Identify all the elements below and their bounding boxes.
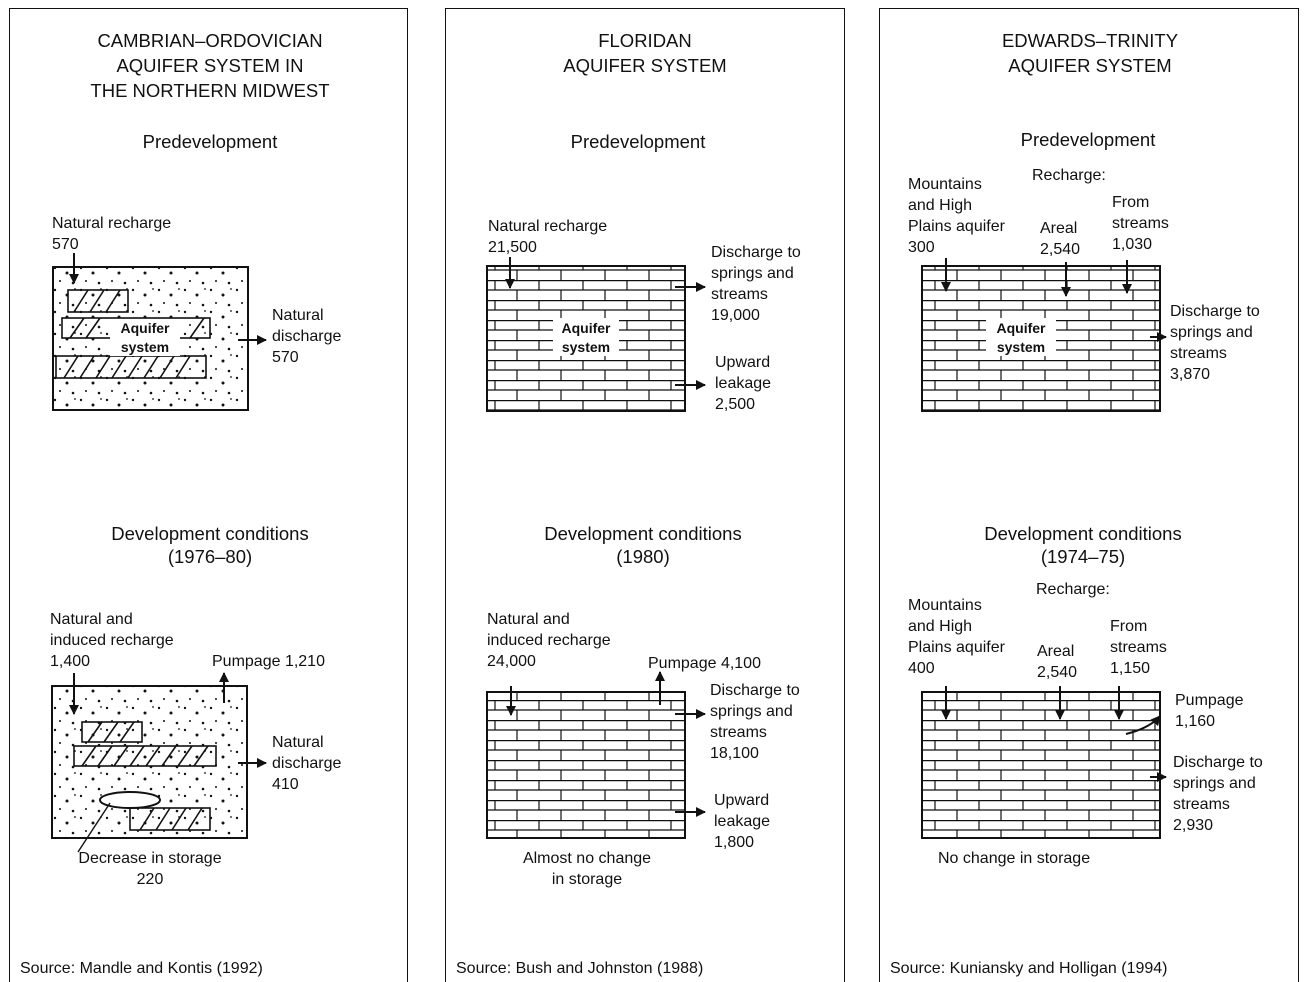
cambrian-predevelopment-heading: Predevelopment (142, 131, 278, 152)
cambrian-dev-discharge-label: Natural discharge 410 (272, 734, 342, 793)
cambrian-predevelopment-block (52, 266, 249, 411)
aquifer-system-label: Aquifer system (120, 320, 170, 355)
aquifer-label-backdrop (986, 318, 1056, 356)
edwards-pre-discharge-label: Discharge to springs and streams 3,870 (1170, 303, 1260, 383)
aquifer-hatch (73, 721, 217, 831)
edwards-pre-mountains-label: Mountains and High Plains aquifer 300 (908, 176, 1005, 256)
cambrian-development-heading: Development conditions (1976–80) (111, 523, 309, 567)
floridan-dev-pumpage-label: Pumpage 4,100 (648, 655, 761, 672)
edwards-dev-mountains-label: Mountains and High Plains aquifer 400 (908, 597, 1005, 677)
cambrian-title: CAMBRIAN–ORDOVICIAN AQUIFER SYSTEM IN TH… (90, 30, 330, 101)
cambrian-dev-recharge-label: Natural and induced recharge 1,400 (50, 611, 174, 670)
edwards-dev-recharge-header: Recharge: (1036, 581, 1110, 598)
floridan-pre-discharge-label: Discharge to springs and streams 19,000 (711, 244, 801, 324)
edwards-predevelopment-heading: Predevelopment (1020, 129, 1156, 150)
edwards-pre-areal-label: Areal 2,540 (1040, 220, 1081, 258)
cambrian-development-block (51, 685, 248, 853)
floridan-dev-leakage-label: Upward leakage 1,800 (714, 792, 771, 851)
edwards-pre-recharge-header: Recharge: (1032, 167, 1106, 184)
panel-cambrian-ordovician (9, 8, 408, 982)
edwards-source: Source: Kuniansky and Holligan (1994) (890, 960, 1168, 977)
aquifer-label-backdrop (553, 318, 619, 356)
floridan-source: Source: Bush and Johnston (1988) (456, 960, 704, 977)
floridan-pre-leakage-label: Upward leakage 2,500 (715, 354, 772, 413)
edwards-dev-storage-label: No change in storage (938, 850, 1091, 867)
panel-floridan (445, 8, 845, 982)
edwards-title: EDWARDS–TRINITY AQUIFER SYSTEM (1001, 30, 1179, 76)
edwards-pre-streams-label: From streams 1,030 (1112, 194, 1169, 253)
edwards-dev-areal-label: Areal 2,540 (1037, 643, 1078, 681)
aquifer-system-label: Aquifer system (996, 320, 1046, 355)
floridan-dev-storage-label: Almost no change in storage (522, 850, 652, 888)
floridan-pre-recharge-label: Natural recharge 21,500 (488, 218, 608, 256)
cambrian-source: Source: Mandle and Kontis (1992) (20, 960, 263, 977)
panel-edwards-trinity (879, 8, 1299, 982)
aquifer-system-label: Aquifer system (561, 320, 611, 355)
edwards-development-heading: Development conditions (1974–75) (984, 523, 1182, 567)
cambrian-pre-discharge-label: Natural discharge 570 (272, 307, 342, 366)
floridan-development-block (486, 691, 686, 839)
cambrian-dev-storage-label: Decrease in storage 220 (78, 850, 222, 888)
floridan-predevelopment-heading: Predevelopment (570, 131, 706, 152)
edwards-development-block (921, 691, 1161, 839)
floridan-development-heading: Development conditions (1980) (544, 523, 742, 567)
cambrian-dev-pumpage-label: Pumpage 1,210 (212, 653, 325, 670)
floridan-title: FLORIDAN AQUIFER SYSTEM (563, 30, 727, 76)
floridan-dev-recharge-label: Natural and induced recharge 24,000 (487, 611, 611, 670)
edwards-dev-pumpage-arrow (1125, 715, 1161, 735)
floridan-dev-discharge-label: Discharge to springs and streams 18,100 (710, 682, 800, 762)
edwards-dev-pumpage-label: Pumpage 1,160 (1175, 692, 1244, 730)
edwards-dev-streams-label: From streams 1,150 (1110, 618, 1167, 677)
edwards-dev-discharge-label: Discharge to springs and streams 2,930 (1173, 754, 1263, 834)
cambrian-pre-recharge-label: Natural recharge 570 (52, 215, 172, 253)
